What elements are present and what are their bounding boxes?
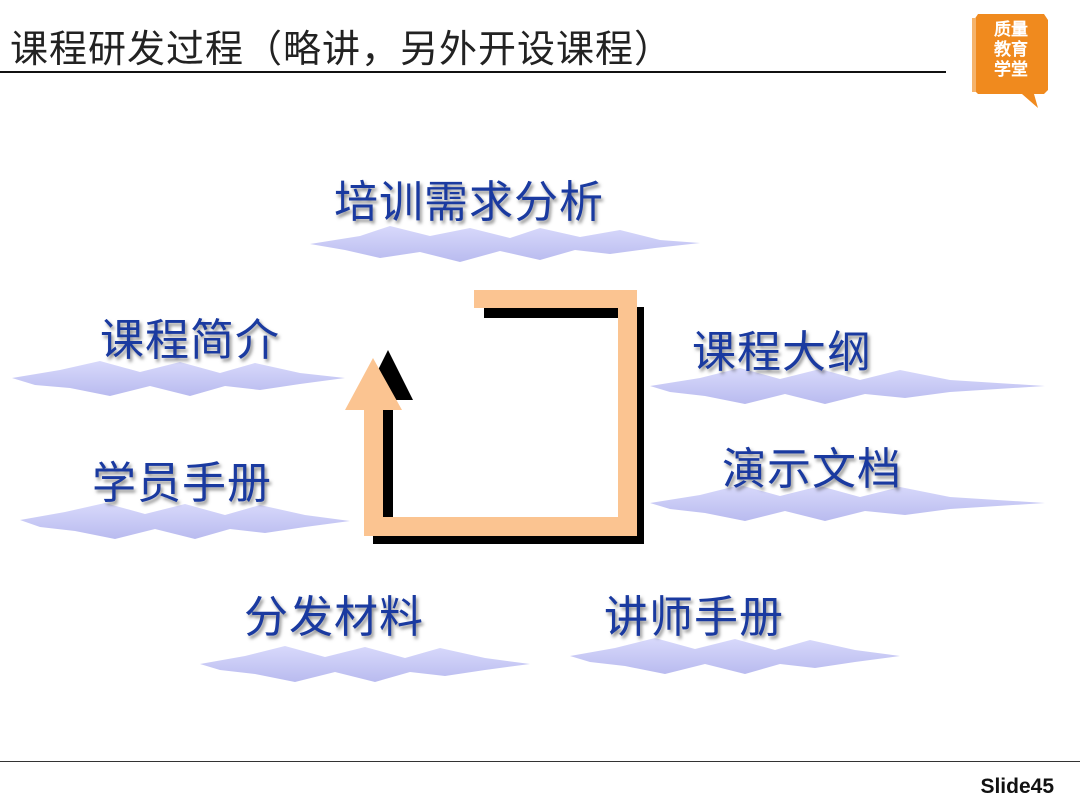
title-divider — [0, 71, 946, 73]
logo-badge-shape — [972, 14, 1048, 108]
stage-label-training-needs-analysis: 培训需求分析 — [334, 177, 604, 228]
stage-label-student-handbook: 学员手册 — [92, 458, 272, 509]
brand-logo: 质量 教育 学堂 — [972, 12, 1052, 108]
stage-label-course-outline: 课程大纲 — [692, 327, 872, 378]
logo-text: 质量 教育 学堂 — [994, 20, 1028, 80]
splash-handout-materials — [200, 646, 530, 682]
stage-label-handout-materials: 分发材料 — [244, 592, 424, 643]
development-cycle-diagram — [12, 226, 1045, 682]
splash-course-outline — [650, 368, 1045, 404]
stage-label-course-intro: 课程简介 — [100, 315, 280, 366]
splash-course-intro — [12, 361, 345, 396]
splash-trainer-handbook — [570, 638, 900, 674]
cycle-arrow-shadow — [363, 307, 644, 544]
footer-divider — [0, 761, 1080, 762]
stage-label-trainer-handbook: 讲师手册 — [604, 592, 784, 643]
splash-slide-deck — [650, 485, 1045, 521]
stage-label-slide-deck: 演示文档 — [722, 444, 902, 495]
page-title: 课程研发过程（略讲，另外开设课程） — [10, 27, 674, 71]
slide-number: Slide45 — [980, 775, 1054, 798]
cycle-arrow-body — [345, 290, 637, 536]
cycle-arrow — [345, 290, 644, 544]
splash-student-handbook — [20, 503, 350, 539]
splash-training-needs — [310, 226, 700, 262]
